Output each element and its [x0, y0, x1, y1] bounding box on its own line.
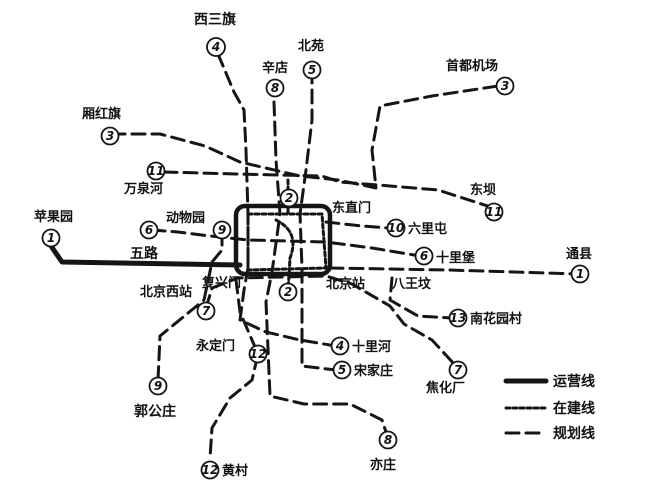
- station-label-shilihe: 十里河: [352, 339, 391, 355]
- line-2-branch-inner: [274, 218, 295, 294]
- line-9-path: [156, 230, 224, 382]
- station-label-pingguoyuan: 苹果园: [34, 209, 73, 225]
- svg-text:6: 6: [420, 249, 428, 263]
- station-label-wulu: 五路: [130, 245, 159, 262]
- line-8-path: [264, 100, 390, 440]
- station-label-fuxingmen: 复兴门: [201, 275, 241, 291]
- line-badge-7-jiaohuachang: 7: [448, 360, 468, 380]
- line-badge-3-yuanhongqi: 3: [100, 126, 120, 146]
- station-label-dongzhimen: 东直门: [332, 200, 371, 216]
- line-7-path: [204, 274, 458, 368]
- svg-text:1: 1: [47, 231, 55, 245]
- line-badge-7-west: 7: [196, 301, 216, 321]
- line-badge-8-xindian: 8: [265, 78, 285, 98]
- line-badge-6-shilipu: 6: [414, 246, 434, 266]
- svg-text:9: 9: [154, 379, 162, 393]
- legend: 运营线 在建线 规划线: [503, 373, 595, 442]
- line-badge-10-liulitun: 10: [386, 218, 406, 238]
- line-badge-4-shilihe: 4: [330, 336, 350, 356]
- station-label-beijing-west: 北京西站: [140, 284, 192, 300]
- line-badge-11-dongba: 11: [484, 202, 504, 222]
- svg-text:2: 2: [284, 285, 292, 299]
- svg-text:1: 1: [576, 267, 584, 281]
- line-13-path: [388, 276, 454, 320]
- line-badge-9-dongwuyuan: 9: [212, 220, 232, 240]
- legend-construction: 在建线: [504, 400, 595, 417]
- line-badge-2-south: 2: [278, 282, 298, 302]
- svg-text:12: 12: [202, 463, 219, 477]
- station-label-xindian: 辛店: [262, 60, 288, 76]
- line-badge-11-wanquanhe: 11: [146, 161, 166, 181]
- svg-text:4: 4: [211, 40, 220, 54]
- legend-planned-label: 规划线: [553, 425, 595, 442]
- svg-text:11: 11: [148, 164, 165, 178]
- svg-text:8: 8: [384, 433, 392, 447]
- station-label-beiyuan: 北苑: [298, 38, 324, 54]
- station-label-bawangfen: 八王坟: [391, 276, 432, 292]
- line-1-operating-path: [48, 243, 243, 268]
- line-6-path: [150, 228, 422, 258]
- svg-text:10: 10: [388, 221, 405, 235]
- line-10-path: [324, 220, 390, 230]
- station-label-songjiazhuang: 宋家庄: [353, 363, 393, 379]
- station-label-jiaohuachang: 焦化厂: [425, 380, 465, 396]
- legend-operating: 运营线: [503, 373, 595, 390]
- station-label-tongxian: 通县: [566, 246, 592, 262]
- line-badge-1-tongxian: 1: [570, 264, 590, 284]
- station-label-guogongzhuang: 郭公庄: [134, 403, 176, 420]
- line-badge-5-beiyuan: 5: [302, 60, 322, 80]
- svg-text:7: 7: [454, 363, 463, 377]
- line-badge-1-pingguoyuan: 1: [41, 228, 61, 248]
- station-label-xisanqi: 西三旗: [194, 11, 236, 28]
- svg-text:2: 2: [285, 191, 293, 205]
- line-badge-4-xisanqi: 4: [206, 37, 226, 57]
- station-label-yuanhongqi: 厢红旗: [82, 106, 121, 122]
- station-label-beijing-station: 北京站: [326, 276, 365, 292]
- line-1-planned-path: [328, 266, 582, 276]
- svg-text:12: 12: [250, 347, 267, 361]
- line-badge-5-songjiazhuang: 5: [332, 360, 352, 380]
- station-label-dongwuyuan: 动物园: [166, 210, 205, 226]
- line-3-path: [110, 84, 500, 190]
- line-11-path: [162, 170, 496, 210]
- station-label-shilipu: 十里堡: [436, 250, 475, 266]
- station-label-yongdingmen: 永定门: [195, 338, 235, 354]
- line-badge-12-huangcun: 12: [200, 460, 220, 480]
- station-label-shoudu-airport: 首都机场: [446, 58, 498, 74]
- svg-text:4: 4: [335, 339, 344, 353]
- line-badge-12-yongdingmen: 12: [248, 344, 268, 364]
- svg-text:11: 11: [486, 205, 503, 219]
- svg-text:7: 7: [202, 304, 211, 318]
- line-badge-13-nanhuayuan: 13: [448, 308, 468, 328]
- central-ring-line: [233, 203, 333, 277]
- legend-planned: 规划线: [504, 425, 595, 442]
- svg-text:6: 6: [145, 223, 153, 237]
- svg-text:13: 13: [450, 311, 467, 325]
- station-label-dongba: 东坝: [470, 182, 496, 198]
- station-label-liulitun: 六里屯: [408, 221, 447, 237]
- svg-text:5: 5: [308, 63, 316, 77]
- station-label-huangcun: 黄村: [222, 463, 248, 479]
- line-badge-2-north: 2: [279, 188, 299, 208]
- station-label-wanquanhe: 万泉河: [123, 181, 163, 197]
- line-4-path: [216, 52, 338, 348]
- svg-text:3: 3: [501, 79, 509, 93]
- line-12-path: [208, 278, 260, 460]
- station-label-yizhuang: 亦庄: [370, 457, 396, 473]
- svg-text:5: 5: [338, 363, 346, 377]
- line-badge-6-west: 6: [139, 220, 159, 240]
- svg-text:9: 9: [218, 223, 226, 237]
- svg-text:3: 3: [106, 129, 114, 143]
- line-badge-8-yizhuang: 8: [378, 430, 398, 450]
- line-badge-3-airport: 3: [495, 76, 515, 96]
- line-badge-9-guogongzhuang: 9: [148, 376, 168, 396]
- station-label-nanhuayuan: 南花园村: [470, 311, 522, 327]
- legend-construction-label: 在建线: [553, 400, 595, 417]
- legend-operating-label: 运营线: [553, 373, 595, 390]
- svg-text:8: 8: [271, 81, 279, 95]
